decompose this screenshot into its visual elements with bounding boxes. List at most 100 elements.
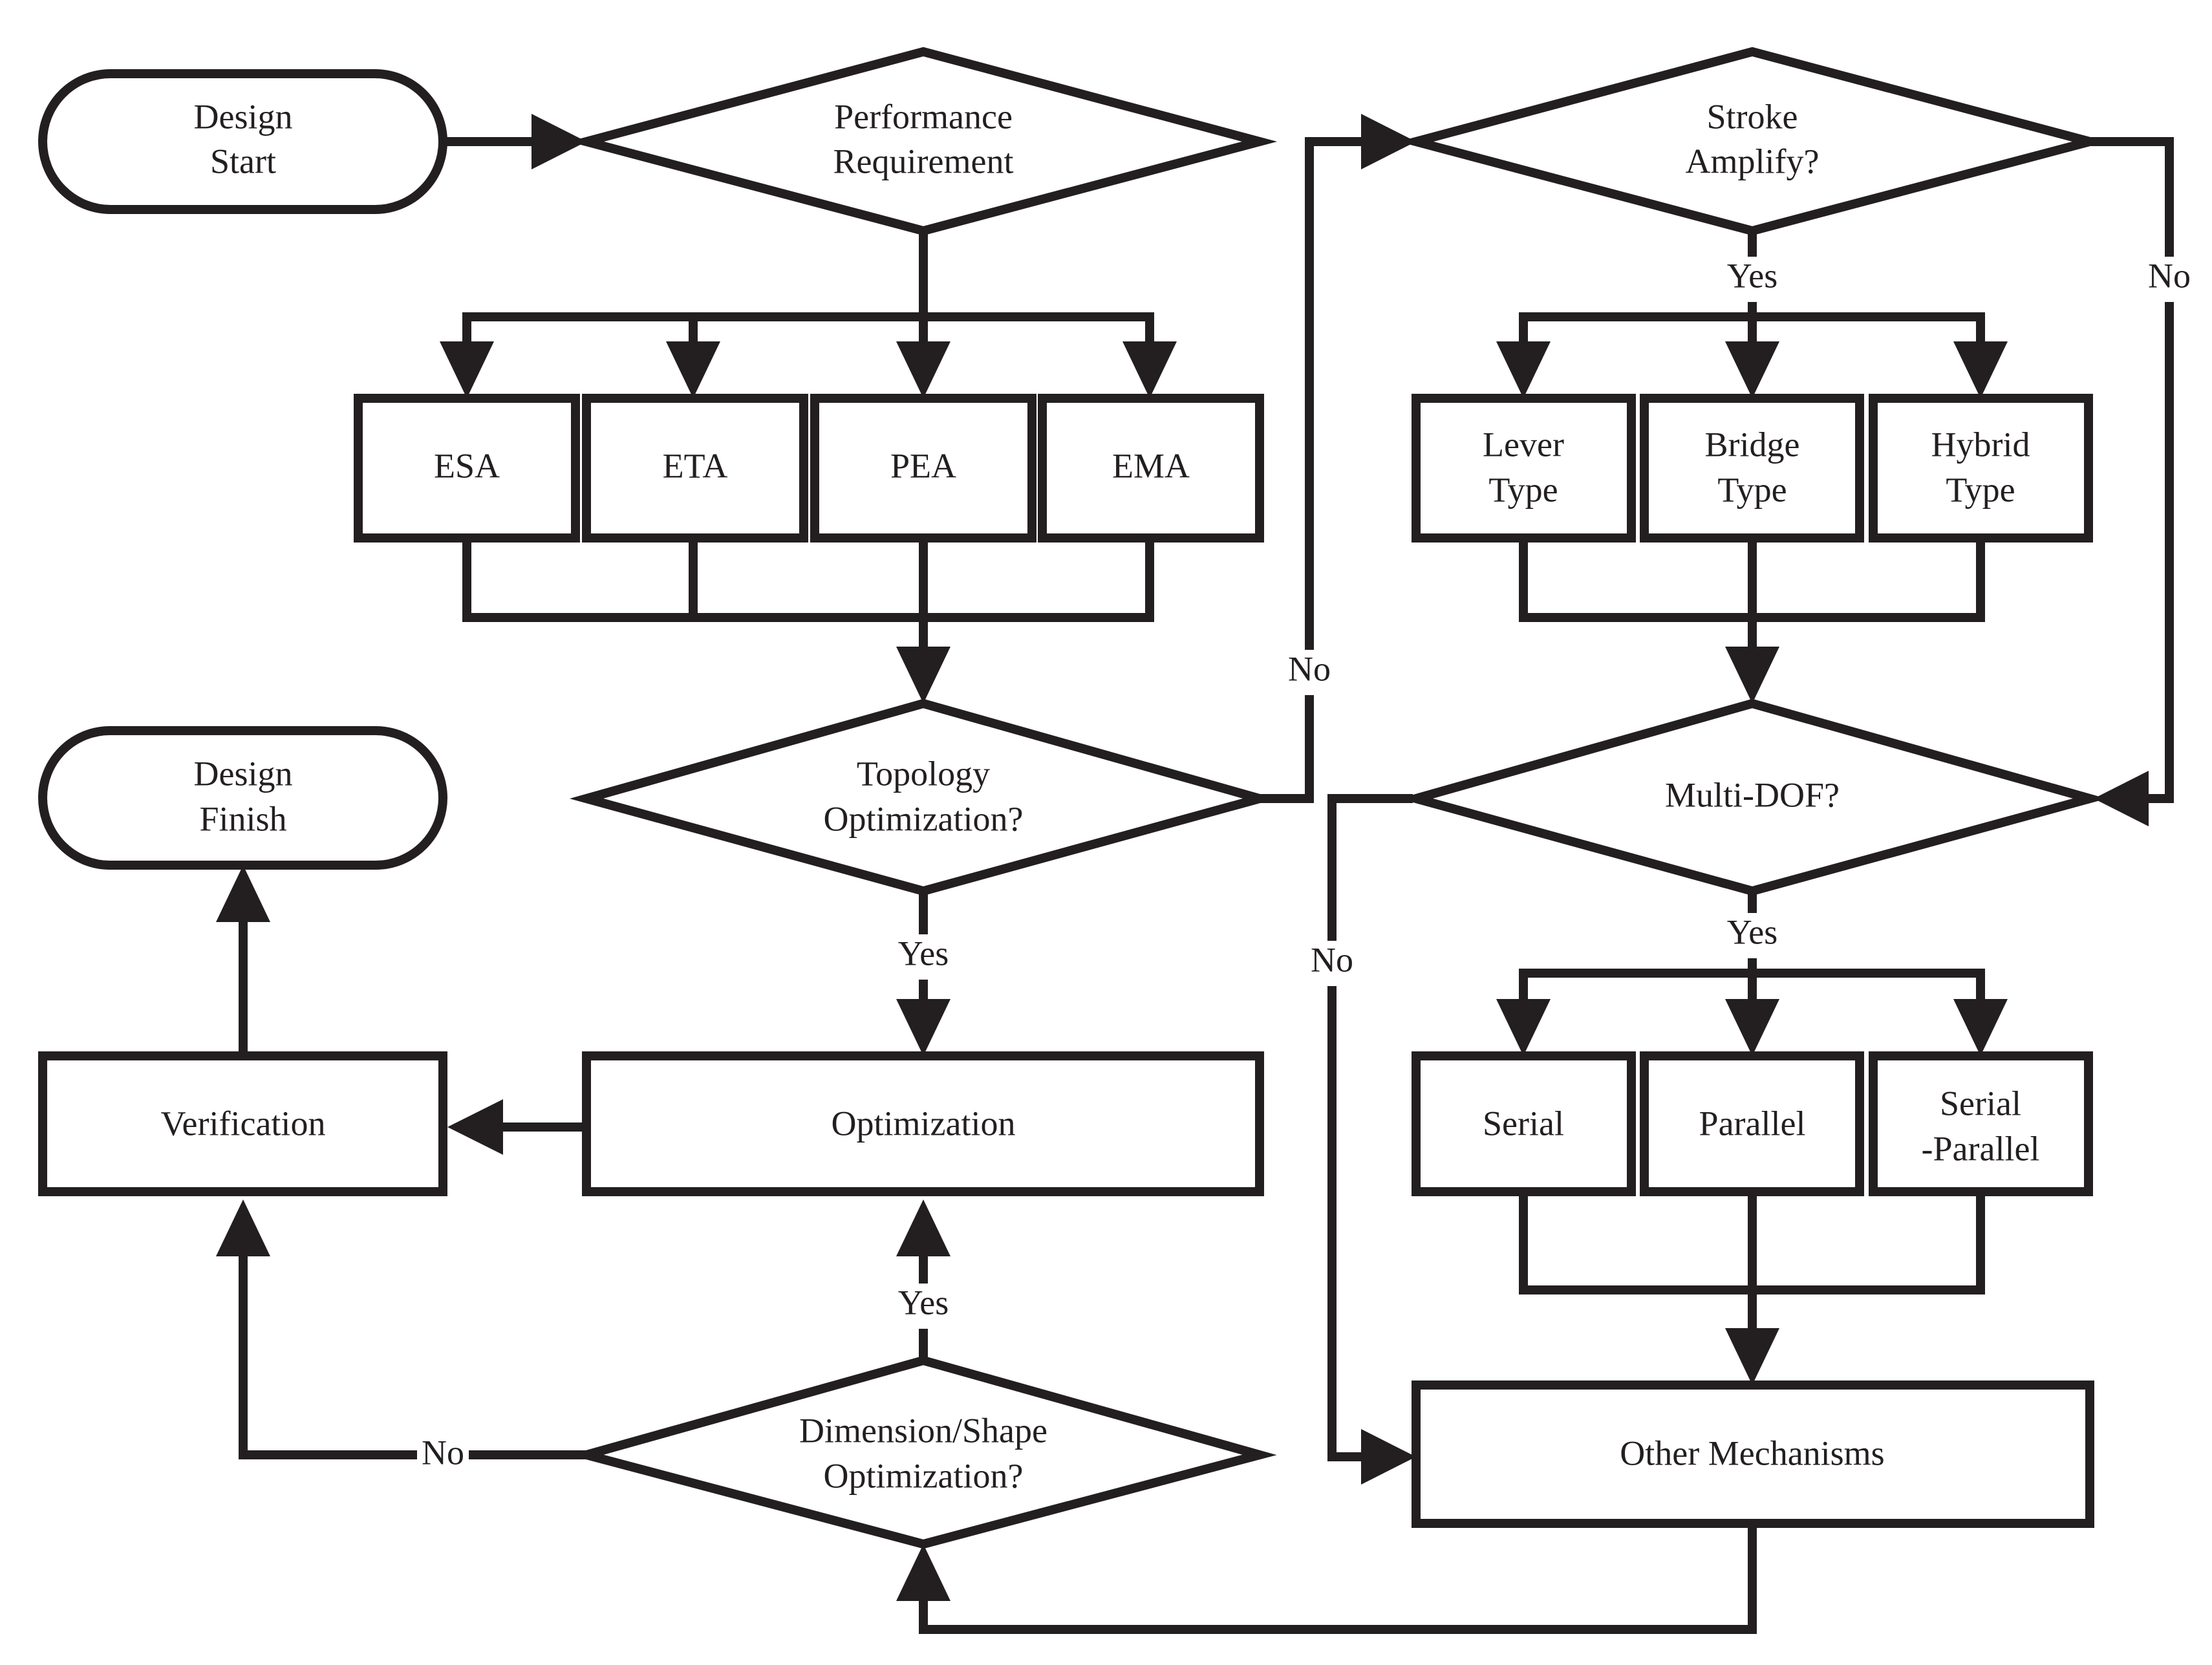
arrowhead <box>2094 771 2149 826</box>
arrowhead <box>1725 1328 1779 1385</box>
edge-labels: No Yes Yes No Yes No Yes No <box>417 256 2195 1477</box>
arrowhead <box>440 341 494 398</box>
label-mask <box>892 934 954 980</box>
arrowhead <box>1725 341 1779 398</box>
multi-dof-diamond <box>1399 698 2107 896</box>
optimization-box <box>582 1051 1264 1196</box>
topology-optimization-diamond <box>569 698 1277 896</box>
hybrid-type-label-line1: Hybrid <box>1931 425 2030 464</box>
design-start-label-line1: Design <box>194 97 293 136</box>
ema-label: EMA <box>1112 446 1190 485</box>
arrowhead <box>532 114 586 169</box>
dimension-shape-optimization-label-line1: Dimension/Shape <box>799 1411 1047 1450</box>
edge-dimension-no <box>239 1238 586 1459</box>
arrowheads <box>216 114 2149 1601</box>
serial-parallel-box <box>1869 1051 2093 1196</box>
label-mask <box>1721 257 1783 302</box>
label-mask <box>2143 257 2195 302</box>
performance-requirement-diamond <box>568 47 1278 236</box>
pea-label: PEA <box>890 446 956 485</box>
edge-topology-no <box>1260 137 1377 803</box>
eta-box <box>582 394 808 542</box>
edge-other-to-dimension <box>919 1523 1757 1634</box>
design-start-label-line2: Start <box>210 142 276 180</box>
lever-type-label-line1: Lever <box>1483 425 1564 464</box>
verification-box <box>38 1051 447 1196</box>
arrowhead <box>1725 999 1779 1056</box>
esa-box <box>354 394 580 542</box>
stroke-yes-label: Yes <box>1727 256 1778 295</box>
edge-actuator-distribution-bus <box>462 312 1154 362</box>
stroke-amplify-label-line2: Amplify? <box>1686 142 1820 180</box>
stroke-amplify-diamond <box>1398 47 2108 236</box>
arrowhead <box>896 999 950 1056</box>
hybrid-type-box <box>1869 394 2093 542</box>
dimension-yes-label: Yes <box>898 1283 949 1322</box>
arrowhead <box>896 1544 950 1601</box>
design-finish-label-line2: Finish <box>199 799 286 838</box>
connectors <box>239 137 2174 1634</box>
ema-box <box>1038 394 1264 542</box>
other-mechanisms-box <box>1412 1380 2094 1528</box>
arrowhead <box>896 1199 950 1256</box>
serial-label: Serial <box>1483 1104 1564 1143</box>
bridge-type-label-line1: Bridge <box>1705 425 1800 464</box>
label-mask <box>892 1284 954 1329</box>
arrowhead <box>1725 647 1779 704</box>
arrowhead <box>1496 341 1551 398</box>
stroke-no-label: No <box>2148 256 2191 295</box>
parallel-box <box>1640 1051 1864 1196</box>
design-start-terminal <box>38 69 447 214</box>
parallel-label: Parallel <box>1699 1104 1806 1143</box>
arrowhead <box>1361 1429 1416 1485</box>
arrowhead <box>896 647 950 704</box>
design-finish-terminal <box>38 726 447 870</box>
serial-parallel-label-line2: -Parallel <box>1922 1129 2040 1168</box>
edge-amplifier-distribution-bus <box>1519 312 1985 362</box>
topology-optimization-label-line2: Optimization? <box>824 799 1024 838</box>
dimension-shape-optimization-label-line2: Optimization? <box>824 1456 1024 1495</box>
serial-box <box>1412 1051 1636 1196</box>
label-mask <box>1721 913 1783 958</box>
optimization-label: Optimization <box>832 1104 1016 1143</box>
topology-yes-label: Yes <box>898 934 949 972</box>
topology-optimization-label-line1: Topology <box>857 754 990 793</box>
arrowhead <box>1953 999 2008 1056</box>
arrowhead <box>896 341 950 398</box>
arrowhead <box>216 1199 270 1256</box>
lever-type-box <box>1412 394 1636 542</box>
arrowhead <box>1122 341 1177 398</box>
bridge-type-label-line2: Type <box>1717 470 1787 509</box>
label-mask <box>1283 650 1335 695</box>
edge-actuator-merge-bus <box>462 538 1154 622</box>
dimension-no-label: No <box>422 1433 464 1472</box>
stroke-amplify-label-line1: Stroke <box>1707 97 1798 136</box>
label-mask <box>1306 941 1358 986</box>
arrowhead <box>1361 114 1416 169</box>
verification-label: Verification <box>161 1104 326 1143</box>
topology-no-label: No <box>1288 649 1331 688</box>
arrowhead <box>1953 341 2008 398</box>
eta-label: ETA <box>663 446 728 485</box>
edge-stroke-no <box>2090 137 2174 803</box>
edge-multidof-no <box>1327 794 1413 1461</box>
arrowhead <box>1496 999 1551 1056</box>
serial-parallel-label-line1: Serial <box>1940 1084 2021 1123</box>
multidof-yes-label: Yes <box>1727 912 1778 951</box>
hybrid-type-label-line2: Type <box>1946 470 2015 509</box>
esa-label: ESA <box>434 446 500 485</box>
arrowhead <box>447 1099 503 1155</box>
pea-box <box>810 394 1036 542</box>
performance-requirement-label-line1: Performance <box>834 97 1013 136</box>
edge-dof-distribution-bus <box>1519 969 1985 1022</box>
arrowhead <box>666 341 720 398</box>
multi-dof-label: Multi-DOF? <box>1665 775 1840 814</box>
lever-type-label-line2: Type <box>1488 470 1558 509</box>
label-mask <box>417 1432 469 1477</box>
bridge-type-box <box>1640 394 1864 542</box>
dimension-shape-optimization-diamond <box>569 1355 1277 1549</box>
multidof-no-label: No <box>1311 940 1353 979</box>
performance-requirement-label-line2: Requirement <box>833 142 1014 180</box>
